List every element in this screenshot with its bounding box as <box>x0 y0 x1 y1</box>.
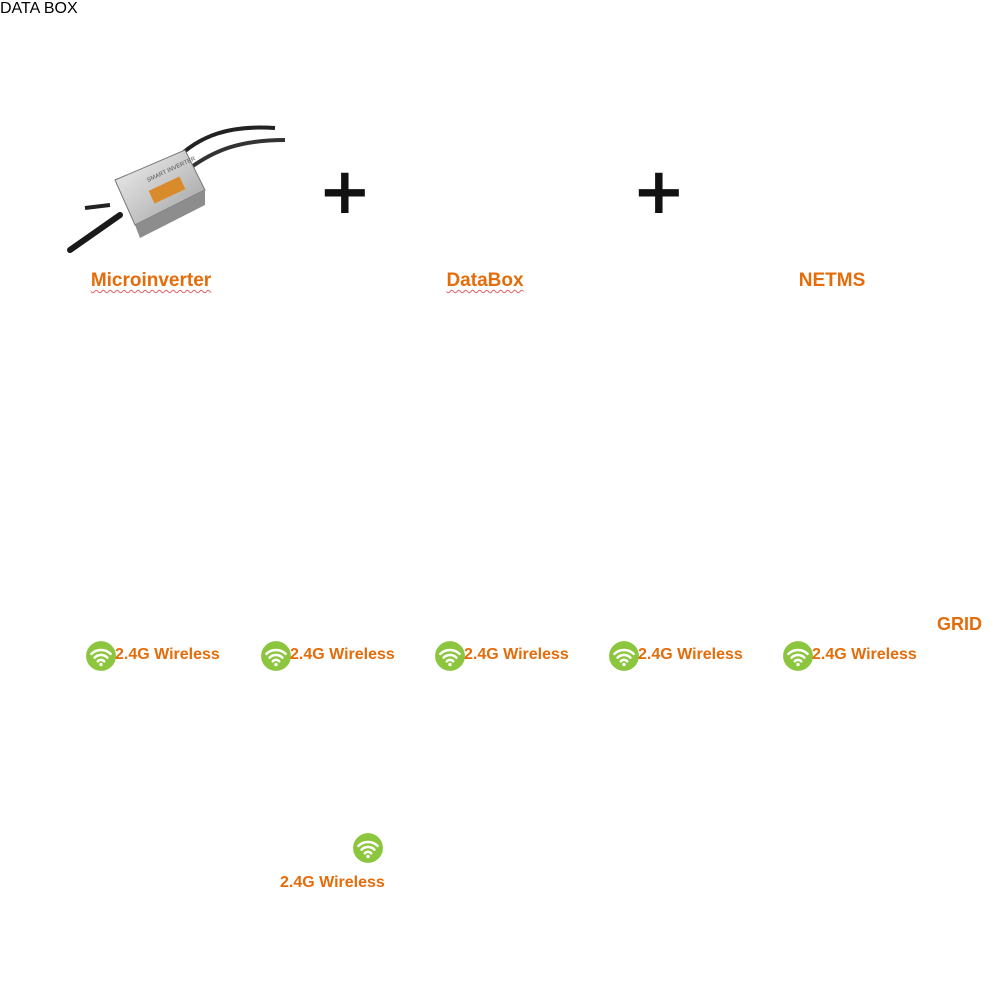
netms-label: NETMS <box>798 270 866 291</box>
microinverter-label: Microinverter <box>90 270 212 291</box>
plus-sign-1: + <box>318 155 372 229</box>
hub-wifi-icon <box>353 833 383 863</box>
wifi-icon <box>86 641 116 671</box>
grid-label: GRID <box>937 614 982 634</box>
databox-device-text: DATA BOX <box>0 0 78 17</box>
wifi-icon <box>435 641 465 671</box>
wireless-label: 2.4G Wireless <box>464 646 569 663</box>
wifi-icon <box>783 641 813 671</box>
microinverter-product-image: SMART INVERTER <box>67 125 286 253</box>
wireless-label: 2.4G Wireless <box>638 646 743 663</box>
databox-product-image: DATA BOX <box>0 0 78 17</box>
wireless-label: 2.4G Wireless <box>812 646 917 663</box>
hub-wireless-label: 2.4G Wireless <box>280 874 385 891</box>
wifi-icon <box>261 641 291 671</box>
wireless-label: 2.4G Wireless <box>290 646 395 663</box>
wireless-label: 2.4G Wireless <box>115 646 220 663</box>
plus-sign-2: + <box>632 155 686 229</box>
databox-label: DataBox <box>446 270 524 291</box>
wifi-icon <box>609 641 639 671</box>
